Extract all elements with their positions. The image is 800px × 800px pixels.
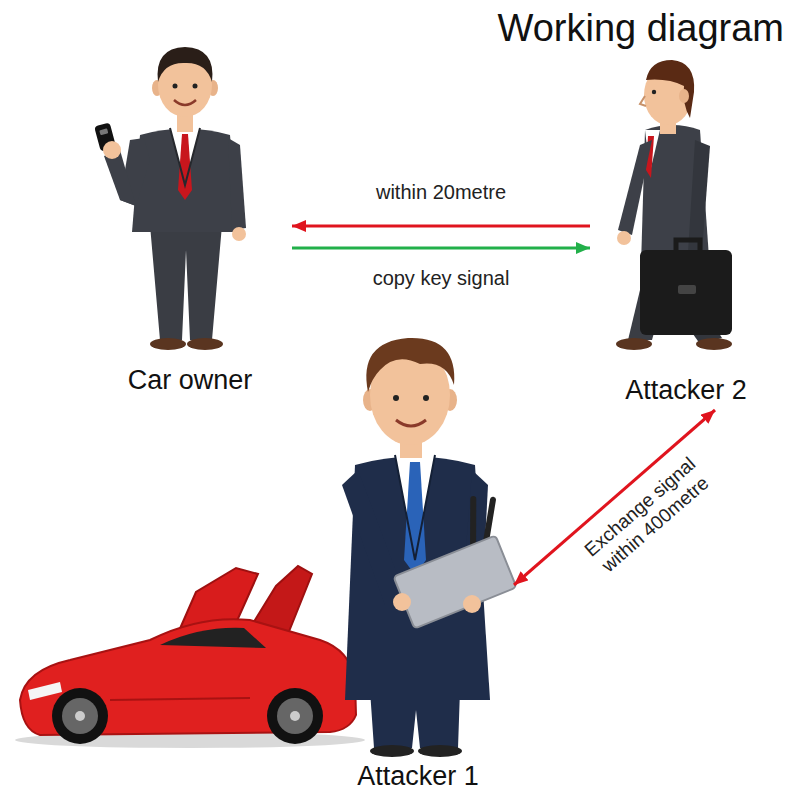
edge-label: copy key signal (373, 266, 510, 290)
sports-car-part (28, 682, 62, 700)
attacker-one-figure-part (396, 420, 426, 426)
edge-label: Exchange signal within 400metre (571, 445, 725, 588)
car-owner-figure-part (173, 84, 178, 89)
figure-node: Attacker 1 (322, 310, 514, 796)
relay-device-part (473, 500, 507, 542)
figure-label: Car owner (128, 365, 253, 396)
car-owner-figure-part-part (99, 128, 108, 135)
sports-car (15, 566, 365, 748)
diagram-title: Working diagram (497, 6, 784, 52)
sports-car-part (20, 619, 356, 735)
sports-car-part (160, 628, 266, 648)
car-owner-figure (94, 47, 246, 350)
attacker-one-figure-part (342, 470, 405, 605)
figure-node: Attacker 2 (590, 58, 782, 410)
attacker-two-figure-part (696, 338, 732, 350)
attacker-two-figure-part (646, 60, 694, 118)
car-owner-figure-part (232, 227, 246, 241)
figure-node: Car owner (88, 30, 292, 400)
attacker-one-figure-part (366, 338, 454, 392)
sports-car-part (110, 698, 250, 700)
car-owner-figure-part (150, 338, 186, 350)
attacker-two-figure-part (678, 285, 696, 294)
relay-device (378, 492, 527, 628)
edge-label: within 20metre (376, 180, 506, 204)
attacker-one-figure-part (395, 455, 435, 560)
attacker-two-figure-part (676, 240, 700, 250)
attacker-one-figure-part (393, 395, 399, 401)
sports-car-part (75, 711, 85, 721)
attacker-two-figure-part (618, 140, 652, 235)
car-owner-figure-part (150, 225, 222, 340)
car-owner-figure-part (103, 141, 121, 159)
attacker-one-figure-part (418, 745, 462, 757)
signal-arrow (514, 410, 715, 585)
sports-car-part (52, 688, 108, 744)
relay-device-part (394, 535, 517, 628)
car-owner-figure-part (174, 100, 196, 105)
attacker-one-figure (342, 338, 527, 757)
attacker-two-figure-part (617, 231, 631, 245)
attacker-one-figure-part (393, 593, 411, 611)
car-owner-figure-part (170, 128, 200, 185)
car-owner-figure-part (228, 138, 246, 230)
attacker-two-figure-part (679, 89, 689, 103)
attacker-one-figure-part (370, 745, 414, 757)
signal-arrow (292, 225, 590, 228)
attacker-two-figure-part (640, 96, 646, 106)
sports-car-part (267, 688, 323, 744)
car-owner-figure-part (158, 47, 213, 82)
figure-label: Attacker 2 (625, 375, 747, 406)
attacker-one-figure-part (463, 595, 481, 613)
sports-car-part (62, 698, 98, 734)
car-owner-figure-part (193, 84, 198, 89)
attacker-two-figure-part (616, 338, 652, 350)
attacker-two-figure-part (640, 250, 732, 335)
car-owner-figure-part (132, 129, 238, 233)
car-owner-figure-part (187, 338, 223, 350)
sports-car-part (290, 711, 300, 721)
attacker-two-figure (616, 60, 732, 350)
attacker-two-figure-part (652, 90, 656, 94)
signal-arrow (292, 247, 590, 250)
attacker-one-figure-part (423, 395, 429, 401)
attacker-two-figure-part (688, 140, 710, 252)
sports-car-part (277, 698, 313, 734)
figure-label: Attacker 1 (357, 761, 479, 792)
